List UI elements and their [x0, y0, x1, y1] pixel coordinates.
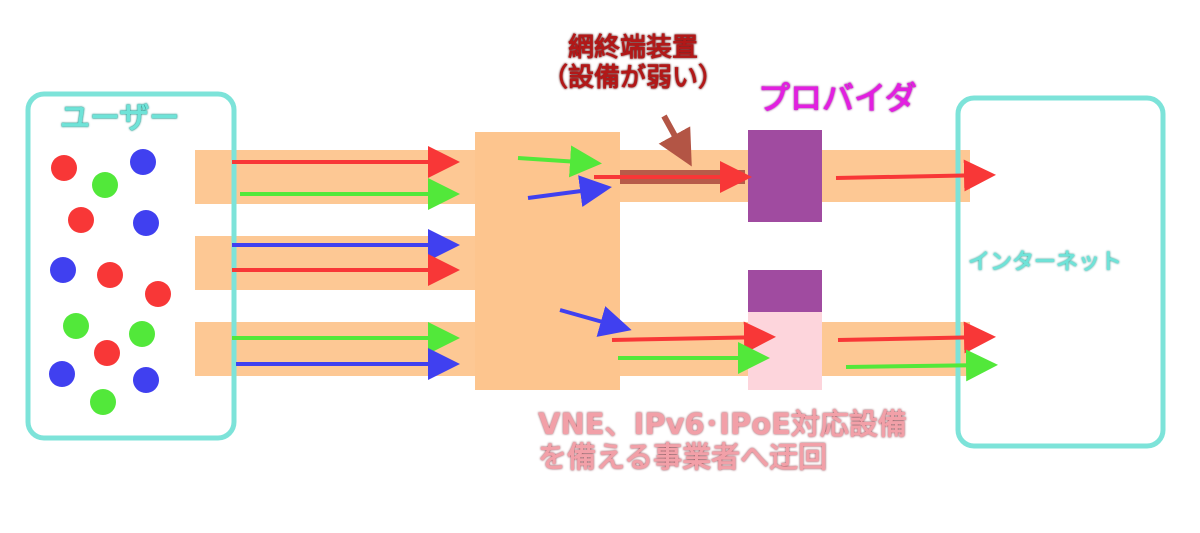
vne-label: VNE、IPv6･IPoE対応設備 を備える事業者へ迂回 — [538, 407, 907, 475]
provider-box-upper — [748, 130, 822, 222]
user-dot — [92, 172, 118, 198]
aggregation-block — [475, 132, 620, 390]
flow-arrow-blue — [527, 175, 612, 207]
user-dot — [133, 210, 159, 236]
flow-arrow-green — [517, 145, 602, 178]
vne-box — [748, 312, 822, 390]
flow-arrow-red — [837, 321, 996, 354]
user-dot — [145, 281, 171, 307]
flow-arrow-red — [611, 321, 776, 354]
provider-box-lower — [748, 270, 822, 312]
vne-label-line1: VNE、IPv6･IPoE対応設備 — [538, 407, 907, 441]
ont-pointer-arrow — [658, 114, 692, 167]
user-dot — [133, 367, 159, 393]
internet-box — [955, 95, 1166, 449]
user-dot — [90, 389, 116, 415]
flow-arrow-blue — [559, 306, 632, 337]
user-dot — [49, 361, 75, 387]
user-dot — [130, 149, 156, 175]
user-dots — [49, 149, 171, 415]
user-pipe-3 — [195, 322, 475, 376]
users-label: ユーザー — [60, 101, 180, 136]
vne-label-line2: を備える事業者へ迂回 — [538, 440, 828, 475]
ont-label-line2: （設備が弱い） — [542, 62, 725, 93]
user-dot — [97, 262, 123, 288]
user-box — [25, 91, 237, 441]
flow-arrow-green — [845, 349, 998, 382]
ont-label-line1: 網終端装置 — [568, 33, 699, 63]
user-dot — [68, 207, 94, 233]
internet-label: インターネット — [968, 250, 1123, 275]
user-dot — [129, 321, 155, 347]
flow-arrow-red — [835, 159, 996, 192]
user-dot — [50, 257, 76, 283]
user-dot — [63, 313, 89, 339]
user-dot — [51, 155, 77, 181]
user-dot — [94, 340, 120, 366]
ont-label: 網終端装置 （設備が弱い） — [542, 33, 725, 94]
provider-label: プロバイダ — [758, 79, 917, 117]
